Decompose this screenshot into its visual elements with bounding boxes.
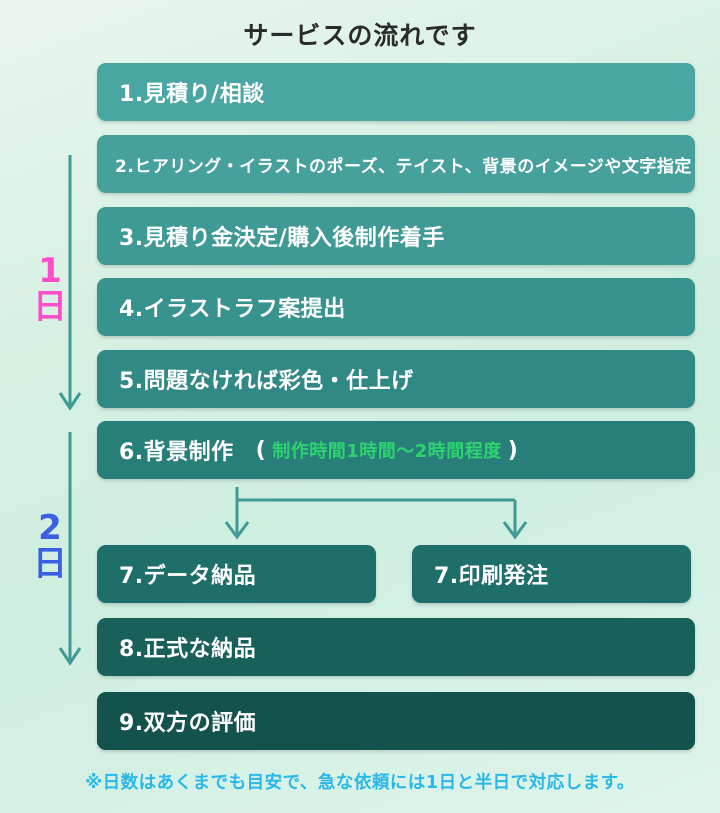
step-6-note-close: ) xyxy=(507,437,519,463)
step-2-label: 2.ヒアリング・イラストのポーズ、テイスト、背景のイメージや文字指定 xyxy=(115,156,692,177)
day2-label: 2日 xyxy=(30,510,70,582)
branch-right-head xyxy=(502,521,528,540)
step-3: 3.見積り金決定/購入後制作着手 xyxy=(97,207,695,265)
page-title: サービスの流れです xyxy=(243,21,477,50)
step-7a-label: 7.データ納品 xyxy=(119,564,257,589)
step-6: 6.背景制作 ( 制作時間1時間～2時間程度 ) xyxy=(97,421,695,479)
footer-note: ※日数はあくまでも目安で、急な依頼には1日と半日で対応します。 xyxy=(85,773,635,793)
step-4: 4.イラストラフ案提出 xyxy=(97,278,695,336)
step-2: 2.ヒアリング・イラストのポーズ、テイスト、背景のイメージや文字指定 xyxy=(97,135,695,193)
step-5: 5.問題なければ彩色・仕上げ xyxy=(97,350,695,408)
day1-label: 1日 xyxy=(30,253,70,325)
step-5-label: 5.問題なければ彩色・仕上げ xyxy=(119,369,414,394)
step-8: 8.正式な納品 xyxy=(97,618,695,676)
step-9-label: 9.双方の評価 xyxy=(119,711,257,736)
step-6-note: 制作時間1時間～2時間程度 xyxy=(272,441,502,462)
step-3-label: 3.見積り金決定/購入後制作着手 xyxy=(119,226,445,251)
step-8-label: 8.正式な納品 xyxy=(119,637,257,662)
step-7-print-order: 7.印刷発注 xyxy=(412,545,691,603)
step-6-note-open: ( xyxy=(255,437,267,463)
step-7-data-delivery: 7.データ納品 xyxy=(97,545,376,603)
day1-text: 1日 xyxy=(33,251,67,327)
step-1-label: 1.見積り/相談 xyxy=(119,82,265,107)
step-6-label: 6.背景制作 xyxy=(119,440,234,465)
day2-text: 2日 xyxy=(33,508,67,584)
day1-arrow-head xyxy=(58,392,82,411)
day2-arrow-head xyxy=(58,647,82,666)
step-4-label: 4.イラストラフ案提出 xyxy=(119,297,346,322)
step-9: 9.双方の評価 xyxy=(97,692,695,750)
step-7b-label: 7.印刷発注 xyxy=(434,564,549,589)
step-1: 1.見積り/相談 xyxy=(97,63,695,121)
branch-left-head xyxy=(224,521,250,540)
